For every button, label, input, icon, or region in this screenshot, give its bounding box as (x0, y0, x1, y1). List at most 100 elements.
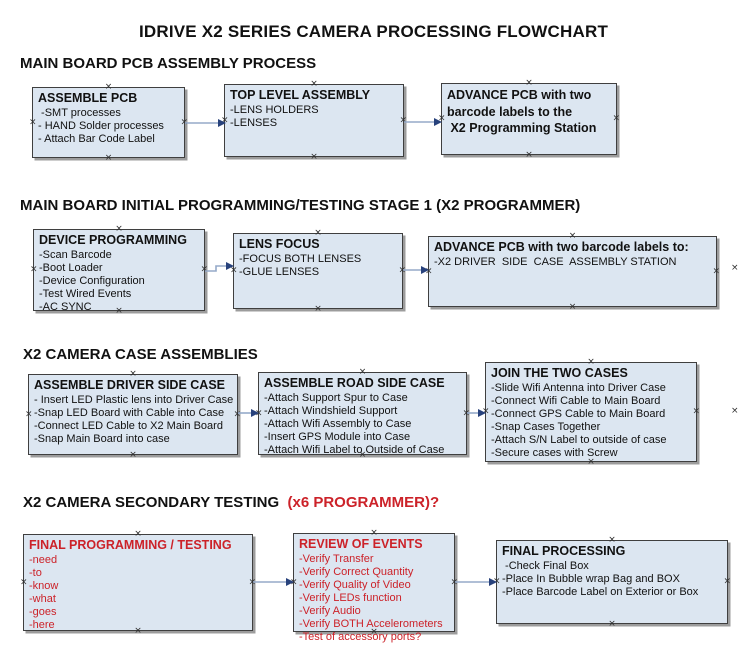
box-title: DEVICE PROGRAMMING (39, 233, 187, 247)
flow-box-assemble-driver-side-case: ASSEMBLE DRIVER SIDE CASE - Insert LED P… (25, 370, 241, 460)
box-item: -Connect Wifi Cable to Main Board (491, 395, 661, 407)
box-item: - Attach Bar Code Label (38, 133, 155, 145)
box-title: ADVANCE PCB with two barcode labels to: (434, 240, 689, 254)
flow-box-device-programming: DEVICE PROGRAMMING -Scan Barcode-Boot Lo… (30, 225, 208, 316)
box-item-list: -Check Final Box-Place In Bubble wrap Ba… (497, 560, 727, 599)
box-title: LENS FOCUS (239, 237, 320, 251)
box-item: -know (29, 580, 59, 592)
box-title: ASSEMBLE DRIVER SIDE CASE (34, 378, 226, 392)
box-item-list: -FOCUS BOTH LENSES-GLUE LENSES (234, 253, 402, 279)
box-item: ADVANCE PCB with two (447, 88, 592, 102)
flow-box-advance-pcb-case-assembly: ADVANCE PCB with two barcode labels to: … (425, 232, 720, 312)
section-heading-text: X2 CAMERA SECONDARY TESTING (23, 494, 284, 511)
flow-box-final-programming-testing: FINAL PROGRAMMING / TESTING -need-to-kno… (20, 530, 256, 636)
box-item-list: -Attach Support Spur to Case-Attach Wind… (259, 392, 466, 457)
box-item: -GLUE LENSES (239, 266, 320, 278)
box-item: X2 Programming Station (447, 121, 597, 135)
box-item: -Test Wired Events (39, 288, 132, 300)
selection-handle-icon: × (525, 150, 533, 160)
box-item: -Place Barcode Label on Exterior or Box (502, 586, 699, 598)
box-item-list: -Scan Barcode-Boot Loader-Device Configu… (34, 249, 204, 314)
section-heading-text: MAIN BOARD PCB ASSEMBLY PROCESS (20, 55, 317, 72)
box-title: ASSEMBLE ROAD SIDE CASE (264, 376, 445, 390)
box-item: -Verify Audio (299, 605, 361, 617)
box-item: -Attach Support Spur to Case (264, 392, 408, 404)
box-item: -Snap Cases Together (491, 421, 601, 433)
flow-box-advance-pcb-programming-station: ADVANCE PCB with two barcode labels to th… (438, 79, 620, 160)
selection-handle-icon: × (129, 450, 137, 460)
box-item-list: -need-to-know-what-goes-here (24, 554, 252, 632)
selection-handle-icon: × (104, 153, 113, 163)
box-item: -Check Final Box (502, 560, 589, 572)
box-item: -Boot Loader (39, 262, 103, 274)
box-title: FINAL PROCESSING (502, 544, 626, 558)
box-item-list: -Slide Wifi Antenna into Driver Case-Con… (486, 382, 696, 460)
box-item: -Attach Wifi Assembly to Case (264, 418, 412, 430)
flow-box-review-of-events: REVIEW OF EVENTS -Verify Transfer-Verify… (290, 529, 458, 644)
section-heading-secondary-testing: X2 CAMERA SECONDARY TESTING (x6 PROGRAMM… (23, 494, 439, 511)
box-item: -Insert GPS Module into Case (264, 431, 411, 443)
box-item: barcode labels to the (447, 104, 573, 119)
box-item: -LENSES (230, 117, 278, 129)
page-title: IDRIVE X2 SERIES CAMERA PROCESSING FLOWC… (138, 22, 609, 41)
box-item: -Secure cases with Screw (491, 447, 618, 459)
box-item: -to (29, 567, 42, 579)
box-item: -LENS HOLDERS (230, 104, 319, 116)
box-item: -Device Configuration (39, 275, 145, 287)
box-item: -Verify Transfer (299, 553, 374, 565)
box-item: - Insert LED Plastic lens into Driver Ca… (34, 394, 234, 406)
box-item-list: -X2 DRIVER SIDE CASE ASSEMBLY STATION (429, 256, 716, 269)
box-item: -AC SYNC (39, 301, 92, 313)
box-item: -what (29, 593, 56, 605)
box-item-list: - Insert LED Plastic lens into Driver Ca… (29, 394, 237, 446)
selection-handle-icon: × (310, 152, 318, 162)
section-heading-text: X2 CAMERA CASE ASSEMBLIES (23, 346, 258, 363)
box-item: -Connect GPS Cable to Main Board (491, 408, 666, 420)
box-item: -Verify BOTH Accelerometers (299, 618, 443, 630)
box-item: -Snap LED Board with Cable into Case (34, 407, 225, 419)
box-item: -Connect LED Cable to X2 Main Board (34, 420, 223, 432)
box-item: -need (29, 554, 58, 566)
box-title: ASSEMBLE PCB (38, 91, 138, 105)
box-item: -Attach Windshield Support (264, 405, 398, 417)
box-item-list: -LENS HOLDERS-LENSES (225, 104, 403, 130)
box-item: -Verify Quality of Video (299, 579, 411, 591)
box-item: - HAND Solder processes (38, 120, 164, 132)
box-item: -Attach S/N Label to outside of case (491, 434, 667, 446)
box-item: -Snap Main Board into case (34, 433, 170, 445)
box-item: -Attach Wifi Label to Outside of Case (264, 444, 445, 456)
box-item: -Slide Wifi Antenna into Driver Case (491, 382, 666, 394)
box-item: -Verify Correct Quantity (299, 566, 414, 578)
flow-box-final-processing: FINAL PROCESSING -Check Final Box-Place … (493, 536, 731, 629)
selection-handle-icon: × (731, 263, 739, 273)
box-item: -Scan Barcode (39, 249, 112, 261)
box-title: TOP LEVEL ASSEMBLY (230, 88, 371, 102)
box-item: -goes (29, 606, 57, 618)
box-item: -Test of accessory ports? (299, 631, 422, 643)
box-item: -FOCUS BOTH LENSES (239, 253, 362, 265)
box-item: -X2 DRIVER SIDE CASE ASSEMBLY STATION (434, 256, 677, 268)
flow-box-top-level-assembly: TOP LEVEL ASSEMBLY -LENS HOLDERS-LENSES … (221, 80, 407, 162)
box-title: REVIEW OF EVENTS (299, 537, 423, 551)
selection-handle-icon: × (568, 302, 577, 312)
section-heading-case-assemblies: X2 CAMERA CASE ASSEMBLIES (23, 346, 258, 363)
connector-arrow (205, 265, 227, 272)
flow-box-join-the-two-cases: JOIN THE TWO CASES -Slide Wifi Antenna i… (482, 358, 700, 467)
section-heading-pcb-assembly: MAIN BOARD PCB ASSEMBLY PROCESS (20, 55, 316, 72)
box-title: JOIN THE TWO CASES (491, 366, 628, 380)
box-title: FINAL PROGRAMMING / TESTING (29, 538, 232, 552)
section-heading-text: MAIN BOARD INITIAL PROGRAMMING/TESTING S… (20, 197, 581, 214)
selection-handle-icon: × (608, 619, 616, 629)
selection-handle-icon: × (731, 406, 739, 416)
box-item-list: ADVANCE PCB with two barcode labels to th… (442, 87, 616, 137)
selection-handle-icon: × (314, 304, 322, 314)
box-item-list: -SMT processes- HAND Solder processes- A… (33, 107, 184, 146)
box-item: -Place In Bubble wrap Bag and BOX (502, 573, 680, 585)
box-item: -here (29, 619, 55, 631)
section-heading-red-text: (x6 PROGRAMMER)? (283, 494, 440, 511)
box-item-list: -Verify Transfer-Verify Correct Quantity… (294, 553, 454, 644)
section-heading-initial-programming: MAIN BOARD INITIAL PROGRAMMING/TESTING S… (20, 197, 580, 214)
box-item: -Verify LEDs function (299, 592, 402, 604)
flow-box-assemble-pcb: ASSEMBLE PCB -SMT processes- HAND Solder… (29, 83, 188, 163)
